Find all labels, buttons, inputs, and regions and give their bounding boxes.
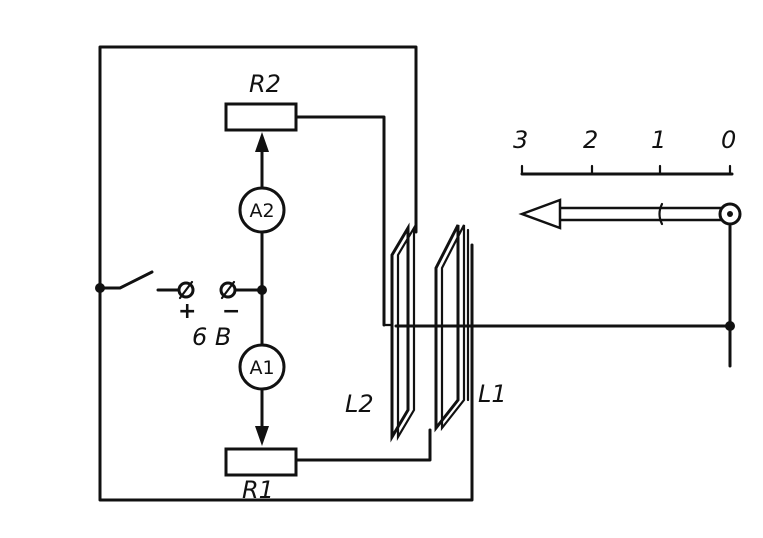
r2-label: R2 — [249, 70, 281, 98]
resistor-r2 — [224, 102, 298, 132]
svg-text:A2: A2 — [249, 200, 274, 222]
outer-loop-wire — [98, 243, 474, 502]
scale — [520, 164, 734, 176]
minus-sign: − — [222, 299, 240, 324]
scale-tick-1: 1 — [651, 126, 666, 154]
r1-to-l1-wire — [294, 428, 432, 462]
ammeter-a2: A2 — [238, 186, 286, 234]
scale-tick-0: 0 — [721, 126, 736, 154]
scale-tick-3: 3 — [513, 126, 528, 154]
coil-l2 — [382, 222, 416, 443]
voltage-label: 6 B — [192, 323, 231, 351]
resistor-r1 — [224, 447, 298, 477]
battery-terminal-minus — [219, 280, 264, 300]
upper-loop-wire — [98, 45, 418, 290]
arrow-down-icon — [255, 426, 269, 446]
scale-tick-2: 2 — [583, 126, 598, 154]
l2-label: L2 — [345, 390, 374, 418]
switch-blade — [98, 270, 154, 290]
ammeter-a1: A1 — [238, 343, 286, 391]
svg-text:A1: A1 — [249, 357, 274, 379]
pivot-icon — [718, 202, 742, 226]
r2-to-l2-wire — [294, 115, 386, 327]
coil-l1 — [434, 224, 470, 433]
plus-sign: + — [178, 299, 196, 324]
l1-label: L1 — [478, 380, 507, 408]
pointer-arrow-icon — [518, 198, 722, 230]
battery-terminal-plus — [156, 280, 195, 300]
r1-label: R1 — [242, 476, 274, 504]
arrow-up-icon — [255, 132, 269, 152]
